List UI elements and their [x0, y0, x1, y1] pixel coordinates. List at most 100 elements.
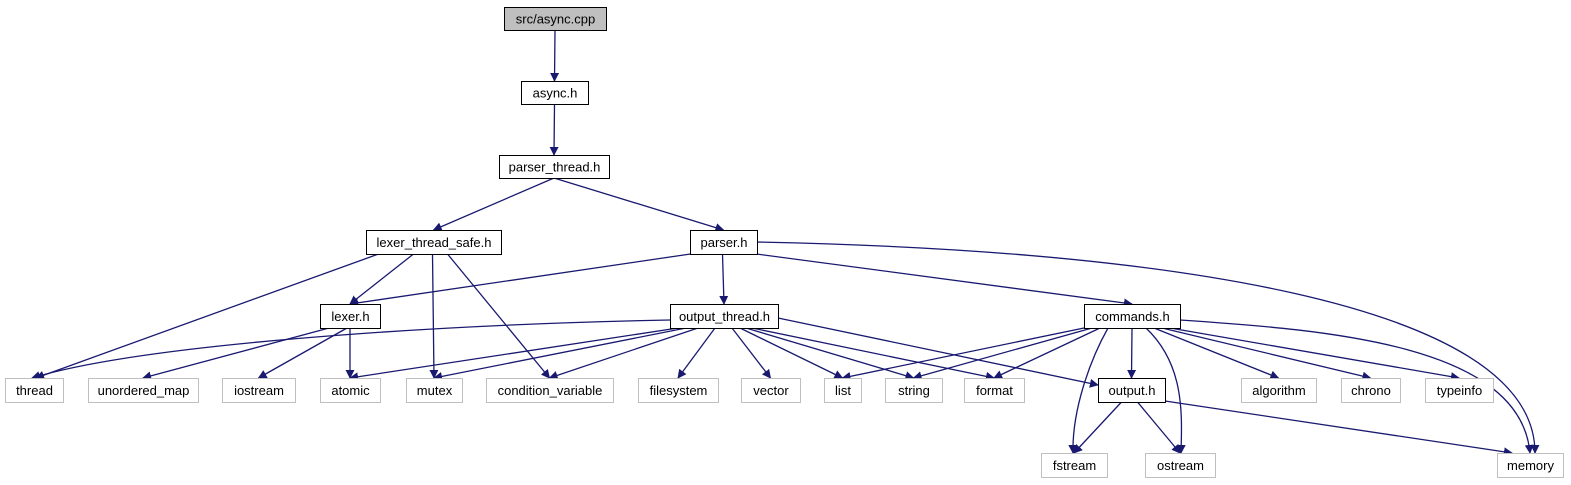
edge-output-h-to-ostream [1137, 401, 1181, 454]
edge-parser-h-to-commands-h [756, 253, 1133, 308]
edge-lexer-thread-safe-h-to-mutex [429, 253, 439, 379]
edge-commands-h-to-chrono [1161, 327, 1372, 381]
node-label: list [835, 383, 851, 398]
node-parser-thread-h[interactable]: parser_thread.h [499, 155, 610, 179]
node-label: atomic [331, 383, 370, 398]
node-mutex: mutex [406, 378, 463, 403]
node-atomic: atomic [320, 378, 381, 403]
node-box [1425, 378, 1494, 403]
node-label: unordered_map [98, 383, 190, 398]
node-box [5, 378, 64, 403]
node-lexer-thread-safe-h[interactable]: lexer_thread_safe.h [366, 230, 502, 255]
node-label: output.h [1109, 383, 1156, 398]
node-box [824, 378, 862, 403]
edge-output-thread-h-to-mutex [433, 327, 687, 381]
edge-commands-h-to-output-h [1127, 327, 1137, 379]
edge-parser-h-to-lexer-h [349, 253, 691, 308]
node-box [366, 230, 502, 255]
node-box [1241, 378, 1317, 403]
node-label: commands.h [1095, 309, 1169, 324]
node-label: async.h [533, 86, 578, 101]
node-box [406, 378, 463, 403]
node-label: filesystem [650, 383, 708, 398]
node-box [1341, 378, 1401, 403]
node-thread: thread [5, 378, 64, 403]
node-box [88, 378, 199, 403]
node-typeinfo: typeinfo [1425, 378, 1494, 403]
node-label: ostream [1157, 458, 1204, 473]
node-label: condition_variable [498, 383, 603, 398]
edge-commands-h-to-algorithm [1153, 327, 1280, 380]
edge-output-h-to-memory [1164, 400, 1513, 457]
node-label: vector [753, 383, 789, 398]
node-commands-h[interactable]: commands.h [1084, 304, 1181, 329]
node-iostream: iostream [222, 378, 296, 403]
node-label: lexer.h [331, 309, 369, 324]
node-filesystem: filesystem [638, 378, 719, 403]
edge-output-thread-h-to-atomic [349, 327, 679, 382]
node-ostream: ostream [1145, 453, 1216, 478]
node-label: memory [1507, 458, 1554, 473]
node-label: thread [16, 383, 53, 398]
edge-parser-thread-h-to-parser-h [553, 177, 725, 232]
edge-lexer-h-to-unordered-map [142, 327, 330, 381]
edge-output-thread-h-to-condition-variable [548, 327, 699, 380]
node-label: parser.h [701, 235, 748, 250]
edge-output-thread-h-to-thread [31, 319, 671, 380]
node-label: format [976, 383, 1013, 398]
node-fstream: fstream [1041, 453, 1108, 478]
node-box [690, 230, 758, 255]
edge-lexer-thread-safe-h-to-condition-variable [446, 253, 551, 379]
node-algorithm: algorithm [1241, 378, 1317, 403]
node-condition-variable: condition_variable [486, 378, 614, 403]
node-box [1145, 453, 1216, 478]
edge-parser-h-to-output-thread-h [719, 253, 729, 305]
edge-parser-h-to-memory [756, 241, 1540, 454]
edge-output-thread-h-to-string [745, 327, 915, 380]
node-async-h[interactable]: async.h [521, 81, 589, 105]
node-box [320, 304, 381, 329]
node-async-cpp[interactable]: src/async.cpp [504, 7, 607, 31]
edge-output-h-to-fstream [1073, 401, 1122, 454]
node-label: typeinfo [1437, 383, 1483, 398]
node-label: parser_thread.h [509, 160, 601, 175]
edge-commands-h-to-ostream [1145, 327, 1186, 454]
edge-output-thread-h-to-output-h [777, 317, 1099, 388]
node-label: chrono [1351, 383, 1391, 398]
node-box [638, 378, 719, 403]
edge-commands-h-to-format [993, 327, 1101, 379]
node-lexer-h[interactable]: lexer.h [320, 304, 381, 329]
node-parser-h[interactable]: parser.h [690, 230, 758, 255]
node-label: output_thread.h [679, 309, 770, 324]
edge-output-thread-h-to-list [739, 327, 844, 379]
edge-output-thread-h-to-vector [731, 327, 772, 379]
node-label: lexer_thread_safe.h [377, 235, 492, 250]
edge-output-thread-h-to-format [751, 327, 995, 381]
node-box [504, 7, 607, 31]
node-output-h[interactable]: output.h [1098, 378, 1166, 403]
node-unordered-map: unordered_map [88, 378, 199, 403]
node-label: string [898, 383, 930, 398]
edge-async-h-to-parser-thread-h [549, 103, 559, 156]
edge-commands-h-to-string [912, 327, 1093, 381]
node-box [222, 378, 296, 403]
edge-commands-h-to-fstream [1068, 327, 1109, 454]
node-list: list [824, 378, 862, 403]
node-memory: memory [1497, 453, 1564, 478]
edge-commands-h-to-list [841, 327, 1085, 381]
node-label: algorithm [1252, 383, 1305, 398]
node-box [741, 378, 801, 403]
node-box [1098, 378, 1166, 403]
node-output-thread-h[interactable]: output_thread.h [670, 304, 779, 329]
node-label: mutex [417, 383, 453, 398]
node-box [1084, 304, 1181, 329]
edge-lexer-thread-safe-h-to-thread [35, 253, 379, 380]
node-label: iostream [234, 383, 284, 398]
nodes-layer: src/async.cpp async.h parser_thread.hlexer… [5, 7, 1564, 478]
edge-output-thread-h-to-filesystem [677, 327, 716, 379]
node-box [1497, 453, 1564, 478]
edge-lexer-thread-safe-h-to-lexer-h [349, 253, 414, 305]
node-box [499, 155, 610, 179]
edge-commands-h-to-memory [1179, 319, 1534, 454]
